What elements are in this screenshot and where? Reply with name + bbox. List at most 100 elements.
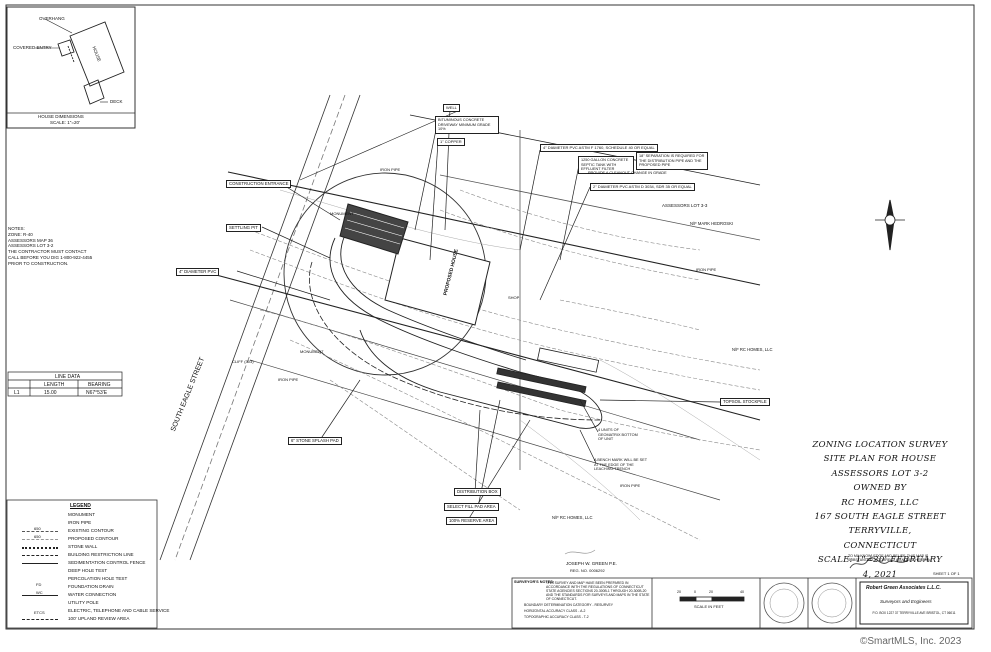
- title-line: TERRYVILLE, CONNECTICUT: [843, 526, 917, 551]
- legend-item: FOUNDATION DRAIN: [68, 584, 114, 589]
- callout-bench: A BENCH MARK WILL BE SET AT THE EDGE OF …: [594, 458, 647, 472]
- callout-pvc-4: 4" DIAMETER PVC ASTM F 1760, SCHEDULE 40…: [540, 144, 658, 152]
- north-arrow-icon: [875, 199, 905, 251]
- legend-item: SEDIMENTATION CONTROL FENCE: [68, 560, 146, 565]
- line-table-title: LINE DATA: [55, 374, 81, 380]
- legend-code: 650: [34, 534, 41, 539]
- callout-fill: SELECT FILL PAD AREA: [444, 503, 499, 512]
- contours: [249, 189, 761, 541]
- callout-well: WELL: [443, 104, 460, 112]
- legend-code: 650: [34, 526, 41, 531]
- shop-label: SHOP: [508, 295, 520, 300]
- legend-title: LEGEND: [70, 503, 91, 509]
- surveyor-notes: THIS SURVEY AND MAP HAVE BEEN PREPARED I…: [546, 581, 650, 602]
- legend-item: STONE WALL: [68, 544, 98, 549]
- scale-label: SCALE IN FEET: [694, 604, 724, 609]
- legend-item: PROPOSED CONTOUR: [68, 536, 119, 541]
- line-table-head-1: LENGTH: [44, 382, 65, 388]
- leaching-field: [496, 347, 600, 408]
- callout-monument: MONUMENT: [300, 349, 324, 354]
- street-lines: [159, 94, 361, 561]
- accuracy-class: TOPOGRAPHIC ACCURACY CLASS - T-2: [524, 615, 589, 619]
- sheet-number: SHEET 1 OF 1: [933, 571, 960, 576]
- legend-item: WATER CONNECTION: [68, 592, 117, 597]
- inset-covered-entry: COVERED ENTRY: [13, 45, 52, 50]
- proposed-house: [384, 237, 491, 326]
- legend-symbol: [22, 531, 58, 532]
- firm-address: P.O. BOX 1227 37 TERRYVILLE AVE BRISTOL,…: [872, 611, 956, 615]
- title-line: ZONING LOCATION SURVEY: [812, 440, 948, 450]
- legend-item: IRON PIPE: [68, 520, 92, 525]
- elevation-cliff: CLIFF (303): [232, 359, 254, 364]
- callout-monument: MONUMENT: [330, 211, 354, 216]
- surveyor-seal: [811, 582, 853, 624]
- title-line: SCALE: 1"=20' FEBRUARY 4, 2021: [817, 555, 943, 580]
- firm-name: Robert Green Associates L.L.C.: [866, 585, 941, 591]
- certify-note: TO MY KNOWLEDGE AND BELIEF, THIS MAP IS …: [848, 554, 932, 563]
- scale-tick: 20: [709, 590, 713, 594]
- callout-reserve: 100% RESERVE AREA: [446, 517, 498, 526]
- line-table-cell: 15.00: [44, 390, 57, 396]
- callout-driveway: BITUMINOUS CONCRETE DRIVEWAY MINIMUM GRA…: [435, 116, 499, 134]
- title-block: ZONING LOCATION SURVEY SITE PLAN FOR HOU…: [812, 438, 948, 582]
- inset-overhang: OVERHANG: [39, 16, 65, 21]
- callout-settling: SETTLING PIT: [226, 224, 261, 233]
- inset-caption: HOUSE DIMENSIONS: [38, 114, 84, 119]
- callout-iron-pipe: IRON PIPE: [696, 267, 717, 272]
- line-table-cell: L1: [14, 390, 20, 396]
- callout-iron-pipe: IRON PIPE: [278, 377, 299, 382]
- callout-units: 4 UNITS OF GEOMATRIX BOTTOM OF UNIT: [598, 428, 638, 442]
- callout-splash: 6" STONE SPLASH PAD: [288, 437, 342, 446]
- legend-item: MONUMENT: [68, 512, 96, 517]
- line-data-table: [7, 371, 123, 397]
- legend-item: BUILDING RESTRICTION LINE: [68, 552, 134, 557]
- legend-symbol: [22, 619, 58, 620]
- callout-separation: 18" SEPARATION IS REQUIRED FOR THE DISTR…: [636, 152, 708, 170]
- house-footprint: [57, 21, 125, 105]
- accuracy-class: BOUNDARY DETERMINATION CATEGORY - RESURV…: [524, 603, 614, 607]
- callout-pvc-main: 4" DIAMETER PVC: [176, 268, 220, 277]
- callout-septic: 1250 GALLON CONCRETE SEPTIC TANK WITH EF…: [578, 156, 634, 174]
- title-line: RC HOMES, LLC: [841, 497, 919, 508]
- legend-code: WC: [36, 590, 43, 595]
- watermark: ©SmartMLS, Inc. 2023: [860, 636, 962, 647]
- abutter-north: N/F MARK HEDROSKI: [690, 221, 734, 226]
- legend-symbol: [22, 563, 58, 564]
- inset-deck: DECK: [110, 99, 123, 104]
- legend-symbol: [22, 539, 58, 540]
- house-inset-frame: [6, 6, 136, 129]
- callout-construction: CONSTRUCTION ENTRANCE: [226, 180, 292, 189]
- sediment-fence: [309, 261, 601, 421]
- legend-item: DEEP HOLE TEST: [68, 568, 108, 573]
- callout-topsoil: TOPSOIL STOCKPILE: [720, 398, 770, 407]
- scale-tick: 0: [694, 590, 696, 594]
- sheet-border: [5, 4, 975, 630]
- pe-name: JOSEPH W. GREEN P.E.: [566, 561, 617, 566]
- accuracy-class: HORIZONTAL ACCURACY CLASS - A-2: [524, 609, 586, 613]
- abutter-south: N/F RC HOMES, LLC: [552, 515, 593, 520]
- legend-symbol: [22, 595, 58, 596]
- legend-symbol: [22, 547, 58, 549]
- legend-code: FD: [36, 582, 42, 587]
- legend-item: UTILITY POLE: [68, 600, 99, 605]
- line-table-cell: N67°53'E: [86, 390, 108, 396]
- callout-lot: ASSESSORS LOT 3-3: [662, 203, 708, 208]
- legend-item: EXISTING CONTOUR: [68, 528, 114, 533]
- callout-dbox: DISTRIBUTION BOX: [454, 488, 501, 497]
- callout-iron-pipe: IRON PIPE: [620, 483, 641, 488]
- title-line: ASSESSORS LOT 3-2: [831, 468, 929, 479]
- surveyor-notes-head: SURVEYOR'S NOTES:: [514, 580, 555, 584]
- callout-pvc-2: 2" DIAMETER PVC ASTM D 3034, SDR 35 OR E…: [590, 183, 695, 191]
- legend-code: ETCS: [34, 610, 45, 615]
- legend-list: MONUMENT IRON PIPE EXISTING CONTOUR PROP…: [8, 512, 169, 626]
- engineer-seal: [763, 582, 805, 624]
- title-line: SITE PLAN FOR HOUSE: [823, 454, 937, 465]
- inset-scale: SCALE: 1"=20': [50, 120, 80, 125]
- title-strip: [511, 577, 973, 629]
- signature-mark: [849, 557, 909, 569]
- line-table-head-2: BEARING: [88, 382, 111, 388]
- scale-tick: 20: [677, 590, 681, 594]
- abutter-east: N/F RC HOMES, LLC: [732, 347, 773, 352]
- legend-symbol: [22, 555, 58, 556]
